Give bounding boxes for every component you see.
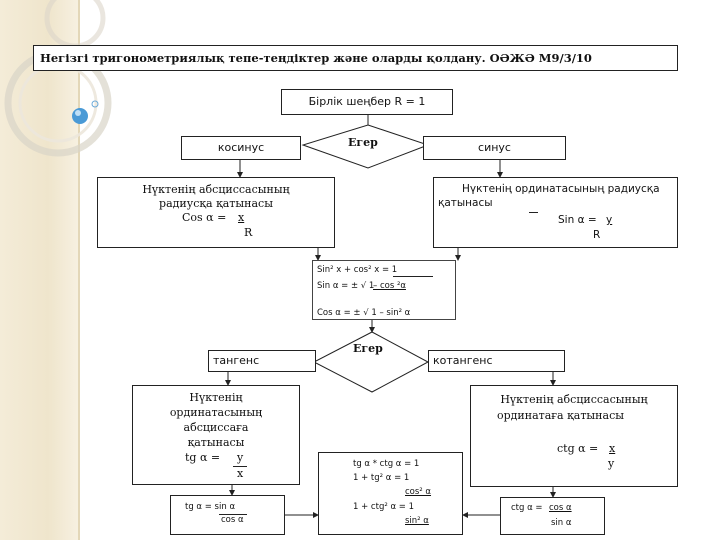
tg-formula-num: y [237,451,244,464]
tg-ctg-identities-box: tg α * ctg α = 1 1 + tg² α = 1 cos² α 1 … [318,452,463,535]
cosine-label-box: косинус [181,136,301,160]
tgctg-line1: tg α * ctg α = 1 [353,459,420,469]
sin-formula-left: Sin α = [558,214,597,226]
tg-definition-box: Нүктенің ординатасының абсциссаға қатына… [132,385,300,485]
tgctg-line4: 1 + ctg² α = 1 [353,502,414,512]
tgctg-line5: sin² α [405,516,429,526]
cos-formula-num: x [238,211,245,224]
tangent-label: тангенс [213,354,260,367]
tg-fraction-bar [233,466,247,467]
cos-definition-box: Нүктенің абсциссасының радиусқа қатынасы… [97,177,335,248]
tg-def-line1: Нүктенің [189,391,243,404]
ctg-ratio-den: sin α [551,518,572,528]
decision-diamond-1 [301,124,430,169]
tgctg-line2: 1 + tg² α = 1 [353,473,410,483]
identity-line2a: Sin α = ± √ 1 [317,281,375,291]
sine-label: синус [478,141,511,154]
sin-def-line2: қатынасы [438,197,493,209]
tg-ratio-den: cos α [221,515,244,525]
cosine-label: косинус [217,141,265,154]
unit-circle-box: Бірлік шеңбер R = 1 [281,89,453,115]
tg-def-line2: ординатасының [169,406,263,419]
decision-label-1: Егер [348,136,378,149]
ctg-ratio-num: cos α [549,503,572,513]
ctg-formula-den: y [608,457,615,470]
cotangent-label-box: котангенс [428,350,565,372]
cos-formula-left: Cos α = [182,211,227,224]
ctg-ratio-left: ctg α = [511,503,543,513]
unit-circle-label: Бірлік шеңбер R = 1 [308,95,426,108]
sin-formula-den: R [593,229,601,241]
sin-def-line1: Нүктенің ординатасының радиусқа [462,183,660,195]
tg-def-line4: қатынасы [187,436,245,449]
ctg-ratio-box: ctg α = cos α sin α [500,497,605,535]
ctg-def-line2: ординатаға қатынасы [497,409,624,422]
tgctg-line3: cos² α [405,487,432,497]
identities-box: Sin² x + cos² x = 1 Sin α = ± √ 1 – cos … [312,260,456,320]
tg-def-line3: абсциссаға [183,421,249,434]
ctg-definition-box: Нүктенің абсциссасының ординатаға қатына… [470,385,678,487]
cos-def-line2: радиусқа қатынасы [159,197,273,210]
tg-ratio-box: tg α = sin α cos α [170,495,285,535]
tangent-label-box: тангенс [208,350,316,372]
identity-line2b: – cos ²α [373,281,406,291]
identity-line1-rule [393,276,433,277]
background-strip [0,0,80,540]
page-title: Негізгі тригонометриялық тепе-теңдіктер … [33,45,678,71]
sin-definition-box: Нүктенің ординатасының радиусқа қатынасы… [433,177,678,248]
sin-dash [529,212,538,213]
blue-bead-small [91,100,99,108]
ctg-formula-left: ctg α = [557,442,599,455]
cos-def-line1: Нүктенің абсциссасының [142,183,290,196]
identity-line1: Sin² x + cos² x = 1 [317,265,398,275]
tg-ratio-left: tg α = sin α [185,502,236,512]
ctg-def-line1: Нүктенің абсциссасының [500,393,648,406]
sine-label-box: синус [423,136,566,160]
sin-formula-num: y [606,214,613,226]
tg-formula-left: tg α = [185,451,221,464]
decision-diamond-2 [312,331,430,393]
identity-line3: Cos α = ± √ 1 – sin² α [317,308,411,318]
cotangent-label: котангенс [433,354,493,367]
cos-formula-den: R [244,226,253,239]
tg-formula-den: x [237,467,244,480]
ctg-formula-num: x [609,442,616,455]
tg-ratio-bar [219,514,247,515]
decision-label-2: Егер [353,342,383,355]
